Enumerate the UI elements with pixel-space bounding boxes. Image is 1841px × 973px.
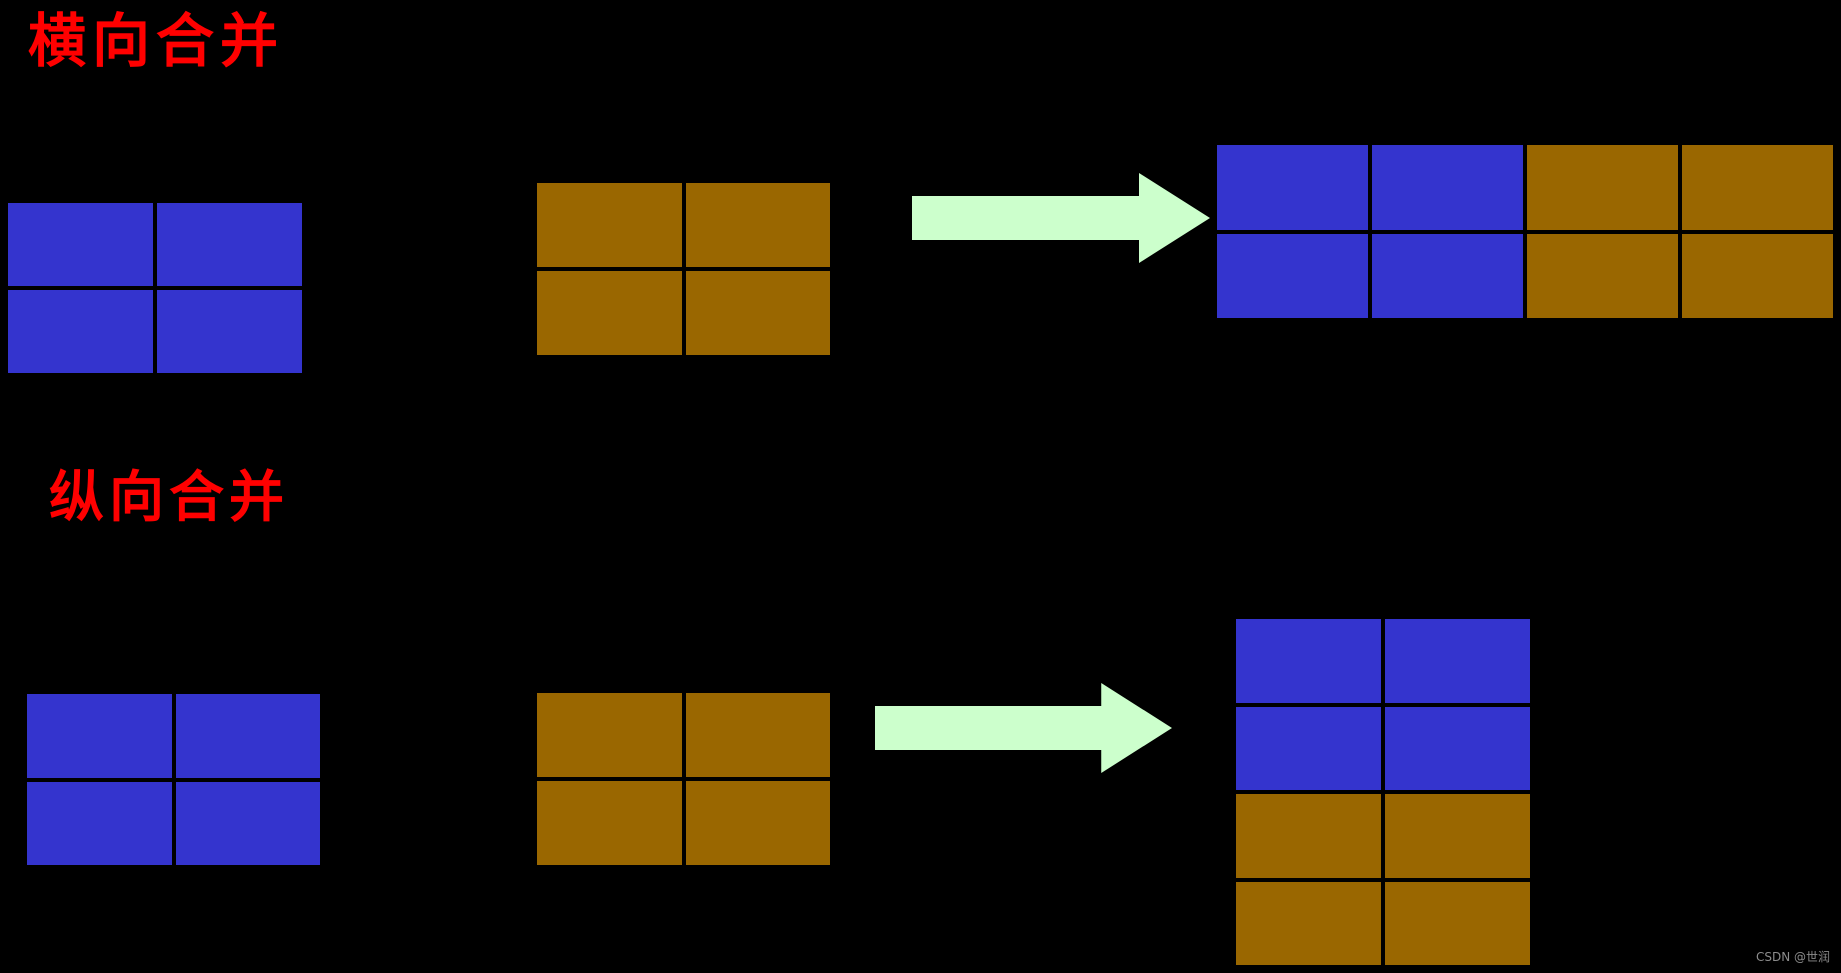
matrix-cell-blue	[157, 203, 302, 286]
matrix-blue-2x2-horizontal	[8, 203, 302, 373]
matrix-brown-2x2-horizontal	[537, 183, 830, 355]
right-arrow-icon	[912, 173, 1210, 263]
matrix-merged-horizontal-2x4	[1217, 145, 1833, 318]
matrix-cell-blue	[175, 694, 320, 778]
matrix-cell-blue	[1372, 145, 1523, 230]
matrix-cell-brown	[1527, 233, 1678, 318]
matrix-cell-blue	[1385, 706, 1530, 790]
matrix-cell-blue	[1236, 619, 1381, 703]
matrix-cell-brown	[537, 183, 682, 267]
matrix-cell-brown	[685, 183, 830, 267]
matrix-brown-2x2-vertical	[537, 693, 830, 865]
matrix-cell-brown	[1682, 233, 1833, 318]
matrix-cell-blue	[1372, 233, 1523, 318]
watermark: CSDN @世润	[1755, 950, 1830, 964]
right-arrow-icon	[875, 683, 1172, 773]
matrix-cell-brown	[685, 781, 830, 865]
matrix-cell-brown	[537, 781, 682, 865]
matrix-cell-blue	[8, 290, 153, 373]
matrix-cell-brown	[1527, 145, 1678, 230]
matrix-cell-brown	[1682, 145, 1833, 230]
matrix-cell-blue	[27, 694, 172, 778]
matrix-cell-blue	[27, 781, 172, 865]
matrix-cell-brown	[1385, 794, 1530, 878]
matrix-cell-brown	[1236, 881, 1381, 965]
matrix-merged-vertical-4x2	[1236, 619, 1530, 965]
matrix-cell-brown	[1236, 794, 1381, 878]
matrix-cell-blue	[8, 203, 153, 286]
matrix-cell-brown	[537, 693, 682, 777]
matrix-cell-blue	[1236, 706, 1381, 790]
matrix-cell-brown	[537, 271, 682, 355]
matrix-cell-brown	[685, 271, 830, 355]
matrix-blue-2x2-vertical	[27, 694, 320, 865]
matrix-cell-brown	[1385, 881, 1530, 965]
matrix-cell-blue	[157, 290, 302, 373]
matrix-cell-blue	[1385, 619, 1530, 703]
section-title-horizontal-merge: 横向合并	[28, 9, 285, 74]
section-title-vertical-merge: 纵向合并	[49, 467, 290, 528]
matrix-cell-brown	[685, 693, 830, 777]
matrix-cell-blue	[175, 781, 320, 865]
matrix-cell-blue	[1217, 233, 1368, 318]
matrix-cell-blue	[1217, 145, 1368, 230]
